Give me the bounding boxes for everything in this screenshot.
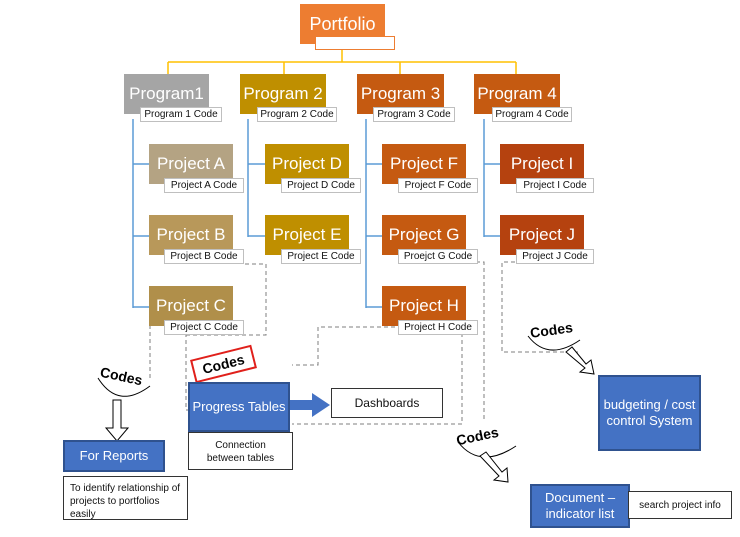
- budgeting-box: budgeting / cost control System: [598, 375, 701, 451]
- project-d-box: Project D: [265, 144, 349, 184]
- connection-note: Connection between tables: [188, 432, 293, 470]
- dashboards-box: Dashboards: [331, 388, 443, 418]
- tree-connectors: [132, 119, 500, 308]
- project-c-code: Project C Code: [164, 320, 244, 335]
- progress-tables-box: Progress Tables: [188, 382, 290, 432]
- project-g-box: Project G: [382, 215, 466, 255]
- hollow-arrows: [104, 346, 595, 483]
- project-e-box: Project E: [265, 215, 349, 255]
- project-j-box: Project J: [500, 215, 584, 255]
- program-1-code: Program 1 Code: [140, 107, 222, 122]
- project-h-code: Project H Code: [398, 320, 478, 335]
- project-f-code: Project F Code: [398, 178, 478, 193]
- project-f-box: Project F: [382, 144, 466, 184]
- project-a-box: Project A: [149, 144, 233, 184]
- project-j-code: Project J Code: [516, 249, 594, 264]
- program-3-code: Program 3 Code: [373, 107, 455, 122]
- for-reports-box: For Reports: [63, 440, 165, 472]
- program-2-code: Program 2 Code: [257, 107, 337, 122]
- search-note: search project info: [628, 491, 732, 519]
- project-e-code: Project E Code: [281, 249, 361, 264]
- project-h-box: Project H: [382, 286, 466, 326]
- project-i-code: Project I Code: [516, 178, 594, 193]
- project-i-box: Project I: [500, 144, 584, 184]
- program-4-code: Program 4 Code: [492, 107, 572, 122]
- project-g-code: Proejct G Code: [398, 249, 478, 264]
- project-b-box: Project B: [149, 215, 233, 255]
- project-d-code: Project D Code: [281, 178, 361, 193]
- project-a-code: Project A Code: [164, 178, 244, 193]
- project-b-code: Project B Code: [164, 249, 244, 264]
- progress-to-dashboards-arrow: [290, 393, 330, 417]
- portfolio-code-box: [315, 36, 395, 50]
- for-reports-note: To identify relationship of projects to …: [63, 476, 188, 520]
- document-list-box: Document – indicator list: [530, 484, 630, 528]
- portfolio-connectors: [167, 45, 517, 74]
- project-c-box: Project C: [149, 286, 233, 326]
